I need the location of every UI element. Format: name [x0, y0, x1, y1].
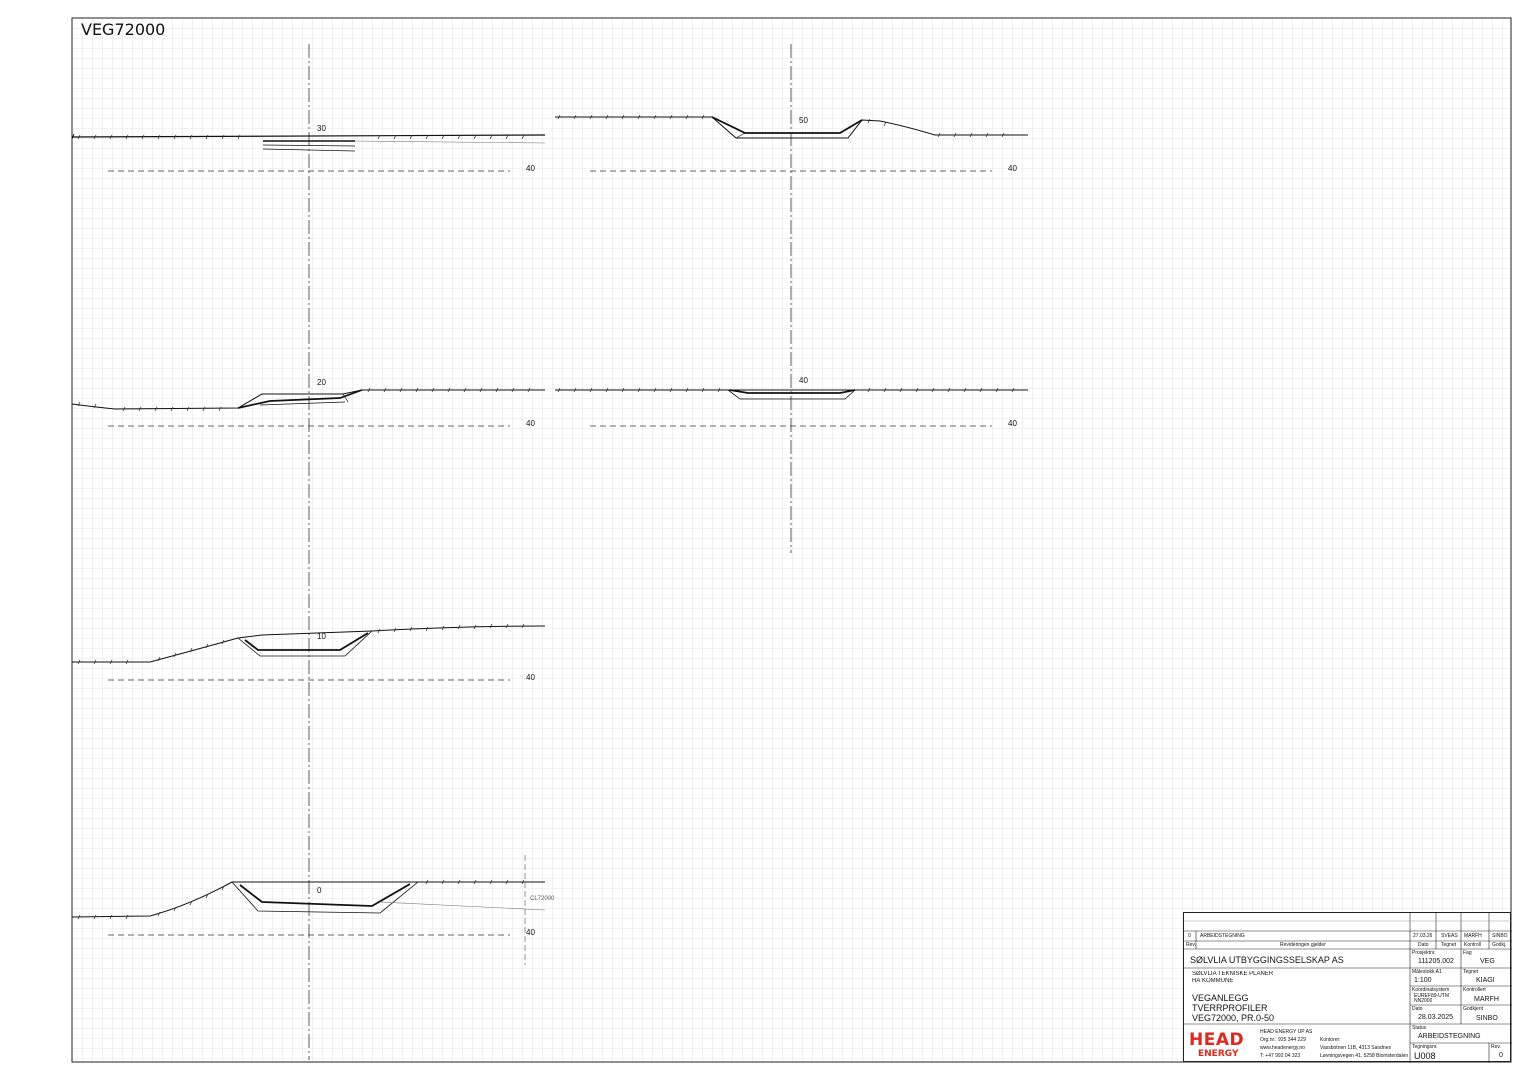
fag-label: Fag — [1463, 950, 1472, 956]
datum-label: 40 — [526, 164, 535, 173]
drawing-title: VEG72000 — [81, 20, 166, 39]
terrain-hatch — [77, 114, 1015, 920]
section-label-50: 50 — [799, 116, 808, 125]
coord-line1: EUREF89-UTM — [1414, 993, 1450, 999]
title-block-lines — [1184, 913, 1512, 1063]
project-line2: HÅ KOMMUNE — [1192, 978, 1234, 984]
drawn-value: KIAGI — [1476, 977, 1495, 984]
rev-header-date: Dato — [1418, 942, 1429, 948]
company-name: HEAD ENERGY UP AS — [1260, 1029, 1313, 1035]
date-value: 28.03.2025 — [1418, 1014, 1454, 1021]
profile-20 — [71, 389, 545, 410]
checked-label: Kontrollert — [1463, 987, 1486, 993]
fag-value: VEG — [1480, 958, 1495, 965]
rev-header-rev: Rev. — [1186, 942, 1196, 948]
company-logo-head: HEAD — [1189, 1030, 1245, 1050]
rev-header-approved: Godkj. — [1492, 942, 1507, 948]
profile-30 — [71, 133, 546, 152]
section-label-0: 0 — [317, 886, 322, 895]
profile-0 — [71, 855, 546, 965]
rev-header-description: Revideringen gjelder — [1280, 942, 1326, 948]
centerline-label: CL72000 — [530, 896, 555, 902]
projnr-label: Prosjektnr. — [1412, 950, 1436, 956]
status-value: ARBEIDSTEGNING — [1418, 1033, 1481, 1040]
scale-label: Målestokk A1 — [1412, 969, 1442, 975]
rev-header-drawn: Tegnet — [1441, 942, 1457, 948]
company-offices-label: Kontorer: — [1320, 1037, 1341, 1043]
company-office2: Løvningsvegen 41, 5258 Blomsterdalen — [1320, 1053, 1409, 1059]
company-orgnr: Org.nr.: 925 344 229 — [1260, 1037, 1306, 1043]
drawing-line2: TVERRPROFILER — [1192, 1003, 1268, 1013]
datum-label: 40 — [526, 673, 535, 682]
profile-50 — [555, 116, 1028, 139]
status-label: Status — [1412, 1025, 1427, 1031]
drawn-label: Tegnet — [1463, 969, 1479, 975]
section-label-30: 30 — [317, 124, 326, 133]
datum-label: 40 — [1008, 419, 1017, 428]
rev-approved: SINBO — [1492, 933, 1508, 939]
datum-label: 40 — [526, 419, 535, 428]
rev-date: 27.03.26 — [1413, 933, 1433, 939]
section-label-40: 40 — [799, 376, 808, 385]
section-label-10: 10 — [317, 632, 326, 641]
drawing-line1: VEGANLEGG — [1192, 993, 1249, 1003]
drawing-line3: VEG72000, PR.0-50 — [1192, 1013, 1275, 1023]
company-logo-energy: ENERGY — [1198, 1049, 1239, 1059]
datum-lines — [108, 170, 992, 936]
section-label-20: 20 — [317, 378, 326, 387]
rev-description: ARBEIDSTEGNING — [1200, 933, 1245, 939]
date-label: Dato — [1412, 1006, 1423, 1012]
checked-value: MARFH — [1474, 996, 1499, 1003]
dwgno-value: U008 — [1414, 1051, 1436, 1061]
scale-value: 1:100 — [1414, 977, 1432, 984]
approved-label: Godkjent — [1463, 1006, 1484, 1012]
title-block: 0 ARBEIDSTEGNING 27.03.26 SVEAS MARFH SI… — [1183, 912, 1512, 1063]
rev-value: 0 — [1499, 1052, 1503, 1059]
coord-line2: NN2000 — [1414, 998, 1433, 1004]
dwgno-label: Tegningsnr. — [1412, 1044, 1438, 1050]
sheet-border — [71, 17, 1512, 1063]
datum-label: 40 — [1008, 164, 1017, 173]
company-office1: Vassbotnen 11B, 4313 Sandnes — [1320, 1045, 1391, 1051]
company-web: www.headenergy.no — [1260, 1045, 1305, 1051]
profile-10 — [72, 625, 546, 663]
rev-checked: MARFH — [1464, 933, 1482, 939]
rev-header-checked: Kontroll — [1464, 942, 1481, 948]
grid-area — [72, 18, 1511, 1062]
rev-drawn: SVEAS — [1441, 933, 1458, 939]
client-name: SØLVLIA UTBYGGINGSSELSKAP AS — [1190, 955, 1344, 965]
approved-value: SINBO — [1476, 1015, 1498, 1022]
rev-number: 0 — [1188, 933, 1191, 939]
projnr-value: 111205.002 — [1418, 958, 1454, 965]
project-line1: SØLVLIA TEKNISKE PLANER — [1192, 971, 1274, 977]
rev-label: Rev. — [1491, 1044, 1501, 1050]
coord-label: Koordinatsystem — [1412, 987, 1450, 993]
datum-label: 40 — [526, 928, 535, 937]
company-phone: T: +47 992 04 323 — [1260, 1053, 1301, 1059]
